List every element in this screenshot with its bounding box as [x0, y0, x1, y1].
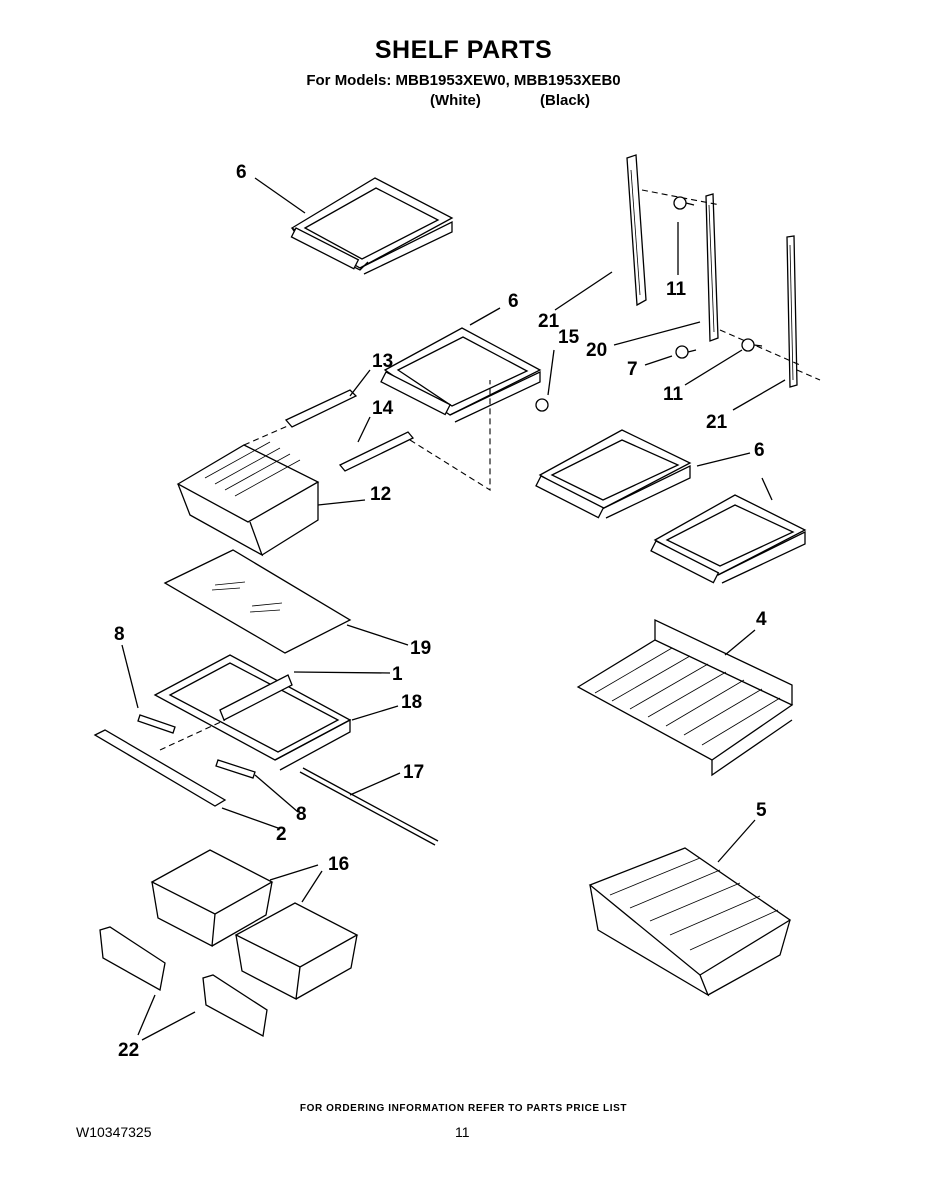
callout-11-lower: 11 — [663, 384, 684, 405]
callout-6-top: 6 — [236, 162, 247, 183]
callout-6-right: 6 — [754, 440, 765, 461]
variant-black-label: (Black) — [540, 92, 591, 109]
shelf-rail-part-21-right — [786, 235, 798, 388]
rod-part-17 — [299, 767, 439, 846]
callout-17: 17 — [403, 762, 424, 783]
callout-20: 20 — [586, 340, 607, 361]
bracket-part-8-right — [215, 759, 256, 779]
trim-part-2 — [93, 729, 227, 807]
callout-21-upper: 21 — [538, 311, 560, 332]
callout-15: 15 — [558, 327, 580, 348]
callout-22: 22 — [118, 1040, 139, 1061]
screw-part-15 — [535, 398, 549, 412]
variant-white-label: (White) — [430, 92, 481, 109]
screw-part-11-upper — [673, 196, 695, 210]
callout-5: 5 — [756, 800, 767, 821]
callout-7: 7 — [627, 359, 638, 380]
divider-part-1 — [219, 674, 293, 721]
shelf-part-6-middle — [380, 327, 542, 423]
wire-shelf-part-4 — [576, 618, 794, 777]
wire-basket-part-5 — [588, 847, 792, 997]
bin-part-16-upper — [150, 849, 274, 948]
callout-21-lower: 21 — [706, 412, 728, 433]
shelf-part-6-right-upper — [535, 429, 692, 519]
callout-8-left: 8 — [114, 624, 125, 645]
shelf-part-6-right-lower — [650, 494, 807, 584]
callout-4: 4 — [756, 609, 767, 630]
page-number: 11 — [455, 1124, 470, 1140]
callout-13: 13 — [372, 351, 393, 372]
bracket-part-8-left — [137, 714, 176, 734]
screw-part-7 — [675, 345, 697, 359]
callout-19: 19 — [410, 638, 431, 659]
handle-part-22-lower — [202, 974, 268, 1038]
drawer-slide-part-13 — [284, 389, 358, 428]
callout-14: 14 — [372, 398, 394, 419]
ordering-note: FOR ORDERING INFORMATION REFER TO PARTS … — [299, 1103, 628, 1114]
callout-12: 12 — [370, 484, 391, 505]
shelf-rail-part-21-left — [626, 154, 647, 307]
handle-part-22-upper — [99, 926, 166, 992]
page-title: SHELF PARTS — [374, 36, 553, 64]
shelf-part-6-top — [290, 177, 454, 275]
leader-lines — [121, 177, 786, 1041]
pan-frame-part-18 — [153, 654, 352, 771]
callout-11-upper: 11 — [666, 279, 687, 300]
drawer-slide-part-14 — [338, 431, 415, 472]
callout-18: 18 — [401, 692, 422, 713]
callout-1: 1 — [392, 664, 403, 685]
screw-part-11-lower — [741, 338, 763, 352]
models-line: For Models: MBB1953XEW0, MBB1953XEB0 — [306, 72, 621, 89]
shelf-rail-part-20 — [705, 193, 719, 342]
drawer-part-12 — [176, 441, 320, 557]
bin-part-16-lower — [234, 902, 359, 1001]
callout-2: 2 — [276, 824, 287, 845]
callout-8-right: 8 — [296, 804, 307, 825]
glass-shelf-part-19 — [163, 549, 352, 654]
callout-16: 16 — [328, 854, 349, 875]
callout-6-middle: 6 — [508, 291, 519, 312]
document-number: W10347325 — [76, 1124, 152, 1140]
